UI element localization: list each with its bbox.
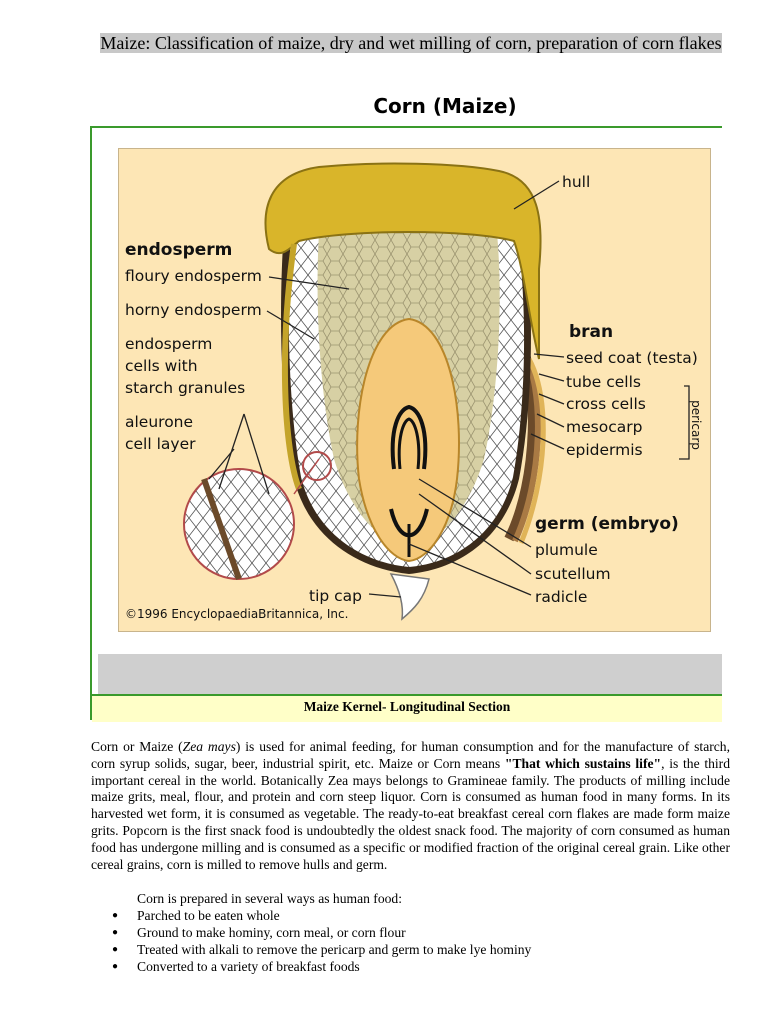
figure-caption: Maize Kernel- Longitudinal Section [92, 694, 722, 722]
kernel-illustration [183, 162, 690, 621]
label-floury-endosperm: floury endosperm [125, 267, 262, 285]
label-endosperm-cells-2: cells with [125, 357, 198, 375]
label-endosperm: endosperm [125, 240, 233, 260]
list-intro: Corn is prepared in several ways as huma… [137, 891, 403, 906]
label-hull: hull [562, 173, 591, 191]
para-text-a: Corn or Maize ( [91, 739, 183, 754]
label-epidermis: epidermis [566, 441, 643, 459]
copyright-notice: ©1996 EncyclopaediaBritannica, Inc. [125, 607, 349, 621]
label-endosperm-cells-1: endosperm [125, 335, 213, 353]
para-text-quote: "That which sustains life" [504, 755, 662, 771]
maize-kernel-diagram: hull endosperm floury endosperm horny en… [118, 148, 711, 632]
document-title-text: Maize: Classification of maize, dry and … [100, 33, 722, 53]
para-text-e: , is the third important cereal in the w… [91, 755, 731, 872]
list-item: Treated with alkali to remove the perica… [112, 941, 531, 958]
para-text-zea-mays: Zea mays [182, 739, 236, 754]
para-text-c: ) is used for animal feeding, for human … [91, 739, 730, 771]
list-item: Converted to a variety of breakfast food… [112, 958, 531, 975]
label-aleurone-2: cell layer [125, 435, 196, 453]
label-tip-cap: tip cap [309, 587, 363, 605]
preparation-list: Parched to be eaten whole Ground to make… [112, 907, 531, 975]
label-cross-cells: cross cells [566, 395, 646, 413]
document-title: Maize: Classification of maize, dry and … [98, 32, 724, 55]
label-pericarp: pericarp [688, 400, 703, 450]
label-radicle: radicle [535, 588, 588, 606]
figure-heading: Corn (Maize) [373, 94, 517, 118]
figure-gray-band [98, 654, 722, 694]
list-item: Parched to be eaten whole [112, 907, 531, 924]
label-mesocarp: mesocarp [566, 418, 643, 436]
label-scutellum: scutellum [535, 565, 611, 583]
label-bran: bran [569, 322, 614, 342]
label-aleurone-1: aleurone [125, 413, 194, 431]
label-plumule: plumule [535, 541, 598, 559]
label-germ: germ (embryo) [535, 514, 679, 534]
label-seed-coat: seed coat (testa) [566, 349, 698, 367]
label-horny-endosperm: horny endosperm [125, 301, 262, 319]
list-item: Ground to make hominy, corn meal, or cor… [112, 924, 531, 941]
body-paragraph: Corn or Maize (Zea mays) is used for ani… [91, 739, 730, 873]
label-tube-cells: tube cells [566, 373, 641, 391]
label-endosperm-cells-3: starch granules [125, 379, 246, 397]
